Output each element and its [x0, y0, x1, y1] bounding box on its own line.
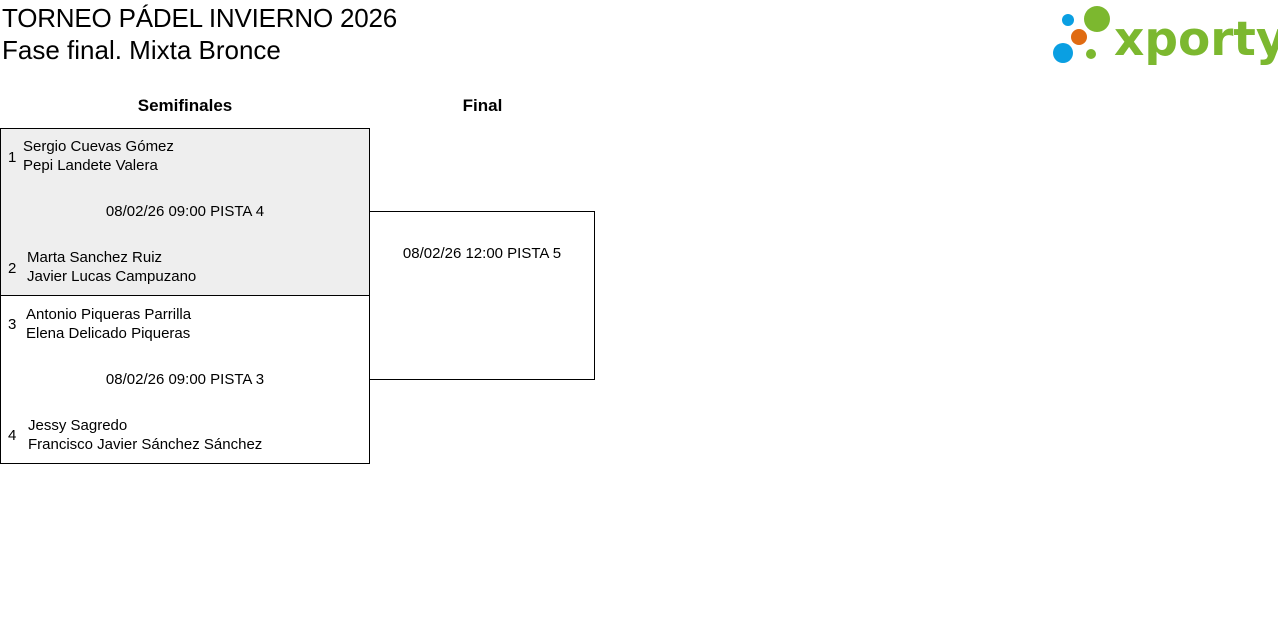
logo-wordmark: xporty — [1114, 12, 1278, 67]
player-name: Antonio Piqueras Parrilla — [26, 306, 192, 323]
player-name: Marta Sanchez Ruiz — [27, 249, 163, 266]
team-seed: 4 — [8, 427, 17, 444]
match-schedule: 08/02/26 09:00 PISTA 4 — [105, 203, 265, 220]
round-heading-final: Final — [462, 96, 503, 115]
match-final[interactable]: 08/02/26 12:00 PISTA 5 — [369, 211, 595, 380]
team-players: Sergio Cuevas Gómez Pepi Landete Valera — [23, 137, 174, 175]
match-schedule: 08/02/26 09:00 PISTA 3 — [105, 371, 265, 388]
team-players: Marta Sanchez Ruiz Javier Lucas Campuzan… — [27, 248, 196, 286]
team-players: Jessy Sagredo Francisco Javier Sánchez S… — [28, 416, 262, 454]
team-seed: 1 — [8, 149, 17, 166]
phase-subtitle: Fase final. Mixta Bronce — [2, 35, 281, 65]
player-name: Sergio Cuevas Gómez — [23, 138, 174, 155]
xporty-logo: xporty — [1053, 6, 1278, 67]
team-players: Antonio Piqueras Parrilla Elena Delicado… — [26, 305, 191, 343]
player-name: Francisco Javier Sánchez Sánchez — [28, 436, 263, 453]
match-semifinal-2[interactable]: 3 Antonio Piqueras Parrilla Elena Delica… — [0, 295, 370, 464]
round-heading-semifinales: Semifinales — [137, 96, 233, 115]
player-name: Elena Delicado Piqueras — [26, 325, 191, 342]
team-seed: 3 — [8, 316, 17, 333]
player-name: Jessy Sagredo — [28, 417, 128, 434]
match-semifinal-1[interactable]: 1 Sergio Cuevas Gómez Pepi Landete Valer… — [0, 128, 370, 296]
tournament-title: TORNEO PÁDEL INVIERNO 2026 — [2, 3, 398, 33]
player-name: Pepi Landete Valera — [23, 157, 158, 174]
team-seed: 2 — [8, 260, 17, 277]
player-name: Javier Lucas Campuzano — [27, 268, 197, 285]
match-schedule: 08/02/26 12:00 PISTA 5 — [402, 245, 562, 262]
